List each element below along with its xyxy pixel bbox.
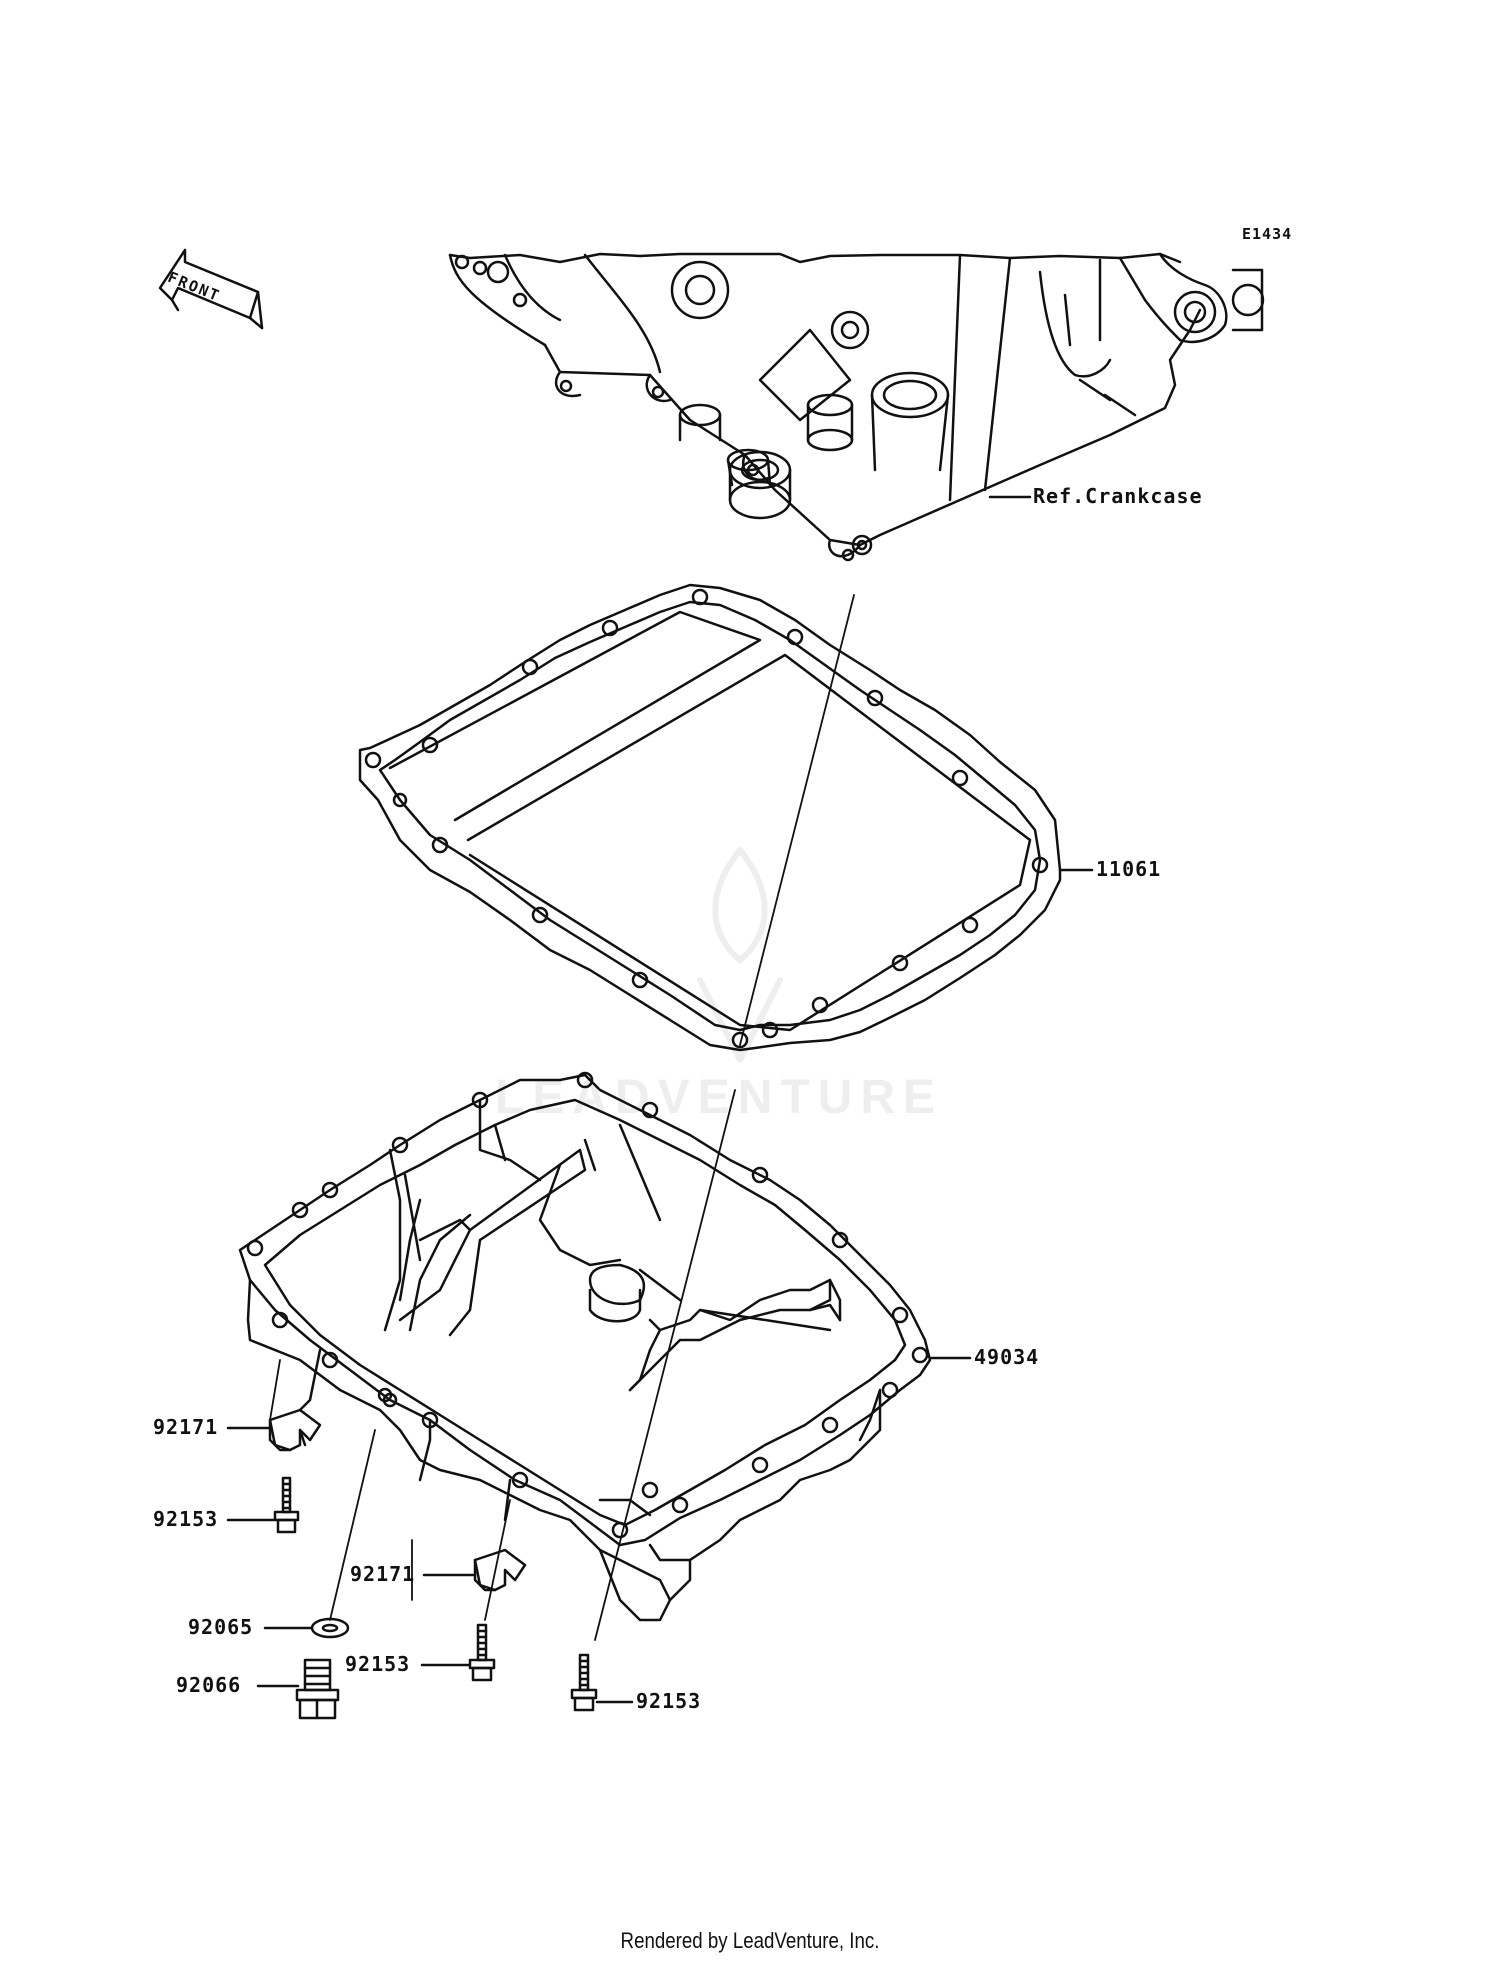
label-clamp-right[interactable]: 92171 [350, 1562, 416, 1586]
label-oil-pan[interactable]: 49034 [974, 1345, 1040, 1369]
label-bolt-mid[interactable]: 92153 [345, 1652, 411, 1676]
clamp-left-drawing [268, 1408, 322, 1452]
washer-drawing [310, 1617, 350, 1639]
alignment-line-upper [739, 594, 855, 1046]
label-crankcase[interactable]: Ref.Crankcase [1033, 484, 1203, 508]
bolt-right-drawing [570, 1653, 598, 1712]
gasket-drawing [358, 583, 1062, 1052]
front-arrow-icon [158, 248, 264, 330]
bolt-left-drawing [273, 1476, 300, 1534]
label-gasket[interactable]: 11061 [1096, 857, 1162, 881]
alignment-line-lower [594, 1089, 736, 1641]
watermark-text: LEADVENTURE [495, 1071, 944, 1124]
label-bolt-right[interactable]: 92153 [636, 1689, 702, 1713]
label-bolt-left[interactable]: 92153 [153, 1507, 219, 1531]
drain-plug-drawing [295, 1658, 340, 1720]
oil-pan-drawing [238, 1071, 932, 1622]
label-drain-plug[interactable]: 92066 [176, 1673, 242, 1697]
clamp-right-drawing [473, 1548, 527, 1592]
watermark-logo [697, 847, 783, 1063]
label-clamp-left[interactable]: 92171 [153, 1415, 219, 1439]
bolt-mid-drawing [468, 1623, 496, 1682]
figure-code: E1434 [1242, 225, 1293, 243]
crankcase-ref-drawing [448, 252, 1265, 562]
label-washer[interactable]: 92065 [188, 1615, 254, 1639]
footer-credit: Rendered by LeadVenture, Inc. [620, 1928, 880, 1953]
